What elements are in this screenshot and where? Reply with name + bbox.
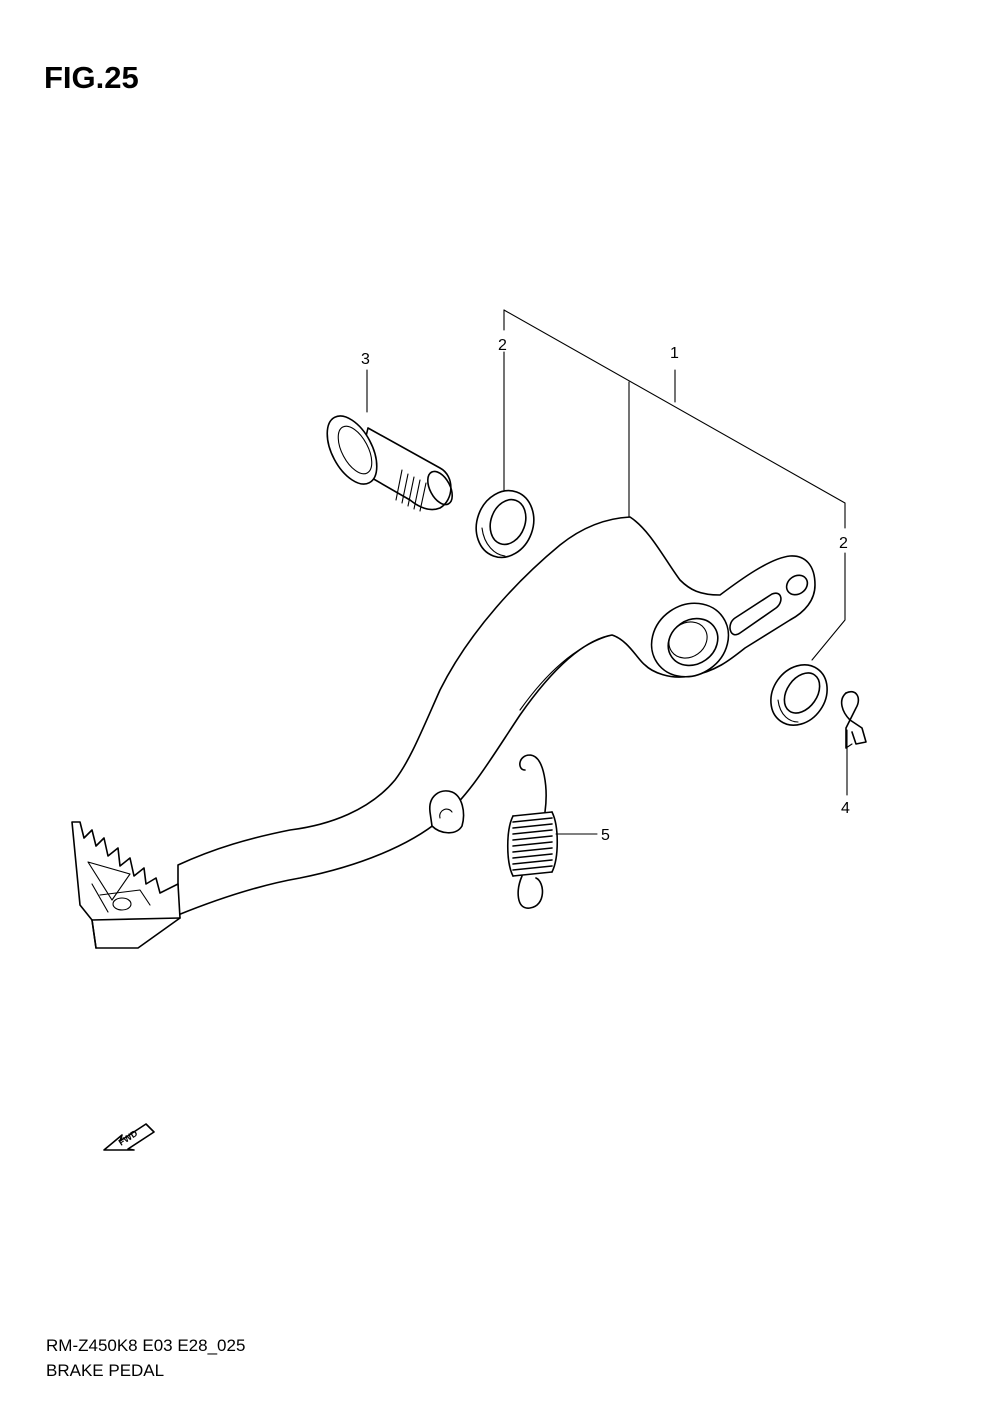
return-spring bbox=[506, 754, 559, 909]
cotter-pin bbox=[840, 690, 867, 749]
section-name: BRAKE PEDAL bbox=[46, 1361, 165, 1380]
figure-title: FIG.25 bbox=[44, 60, 139, 95]
washer-lower bbox=[770, 664, 828, 726]
forward-arrow-icon: FWD bbox=[103, 1123, 155, 1151]
callout-4: 4 bbox=[841, 800, 850, 817]
callout-2-upper: 2 bbox=[498, 337, 507, 354]
callout-5: 5 bbox=[601, 827, 610, 844]
callout-1: 1 bbox=[670, 345, 679, 362]
callout-3: 3 bbox=[361, 351, 370, 368]
brake-pedal bbox=[71, 516, 816, 949]
leader-lines bbox=[366, 309, 848, 835]
washer-upper bbox=[475, 489, 535, 559]
callout-2-lower: 2 bbox=[839, 535, 848, 552]
model-code: RM-Z450K8 E03 E28_025 bbox=[46, 1336, 246, 1355]
pivot-bolt bbox=[326, 415, 454, 512]
